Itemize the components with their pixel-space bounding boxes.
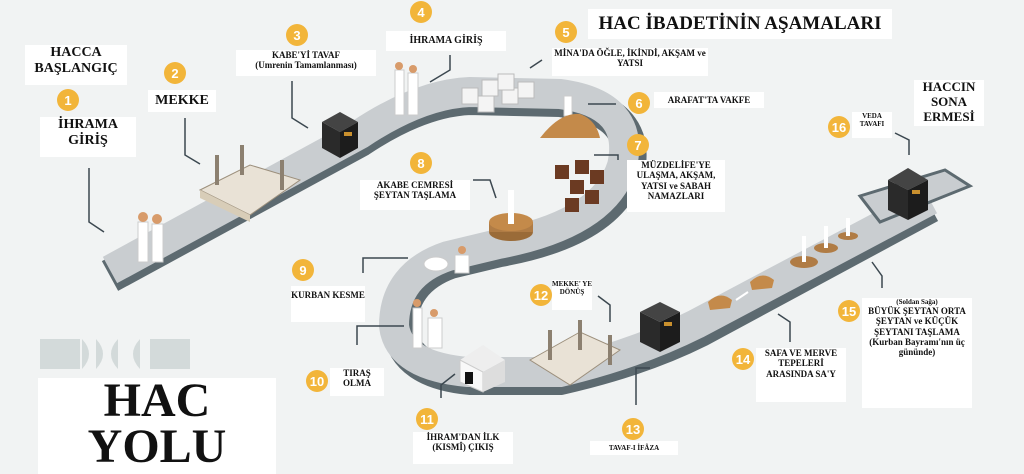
step-label-13: TAVAF-I İFÂZA <box>590 441 678 455</box>
brown-tents-icon <box>555 160 604 212</box>
step-label-15: (Soldan Sağa) BÜYÜK ŞEYTAN ORTA ŞEYTAN v… <box>862 298 972 408</box>
mosque-icon <box>529 320 622 386</box>
white-tent-icon <box>459 345 505 393</box>
barber-icon <box>412 299 443 349</box>
step-badge-10: 10 <box>306 370 328 392</box>
step-label-2: MEKKE <box>148 90 216 112</box>
step-badge-4: 4 <box>410 1 432 23</box>
step-badge-1: 1 <box>57 89 79 111</box>
step-label-8: AKABE CEMRESİ ŞEYTAN TAŞLAMA <box>360 180 470 210</box>
tents-icon <box>461 73 535 113</box>
step-badge-6: 6 <box>628 92 650 114</box>
kaaba-icon <box>322 112 358 158</box>
step-badge-15: 15 <box>838 300 860 322</box>
step-label-11: İHRAM'DAN İLK (KISMÎ) ÇIKIŞ <box>413 432 513 464</box>
end-label: HACCIN SONA ERMESİ <box>914 79 984 126</box>
big-title: HAC YOLU <box>38 378 276 474</box>
step-label-3-title: KABE'Yİ TAVAF <box>271 50 341 60</box>
step-badge-16: 16 <box>828 116 850 138</box>
step-label-9: KURBAN KESME <box>291 286 365 322</box>
step-badge-11: 11 <box>416 408 438 430</box>
step-badge-14: 14 <box>732 348 754 370</box>
step-label-15-title: BÜYÜK ŞEYTAN ORTA ŞEYTAN ve KÜÇÜK ŞEYTAN… <box>868 306 966 358</box>
step-label-6: ARAFAT'TA VAKFE <box>654 92 764 108</box>
big-title-line2: YOLU <box>87 420 227 473</box>
step-label-3: KABE'Yİ TAVAF (Umrenin Tamamlanması) <box>236 50 376 76</box>
three-jamarat-icon <box>790 218 858 268</box>
step-badge-13: 13 <box>622 418 644 440</box>
start-label: HACCA BAŞLANGIÇ <box>25 45 127 85</box>
step-label-16: VEDA TAVAFI <box>852 112 892 138</box>
step-badge-8: 8 <box>410 152 432 174</box>
step-badge-3: 3 <box>286 24 308 46</box>
step-badge-12: 12 <box>530 284 552 306</box>
mosque-icon <box>198 145 302 222</box>
step-label-5: MİNA'DA ÖĞLE, İKİNDİ, AKŞAM ve YATSI <box>552 48 708 76</box>
step-label-14: SAFA VE MERVE TEPELERİ ARASINDA SA'Y <box>756 348 846 402</box>
step-label-4: İHRAMA GİRİŞ <box>386 31 506 51</box>
step-badge-5: 5 <box>555 21 577 43</box>
step-label-7: MÜZDELİFE'YE ULAŞMA, AKŞAM, YATSI ve SAB… <box>627 160 725 212</box>
pilgrims-icon <box>394 62 419 116</box>
step-badge-9: 9 <box>292 259 314 281</box>
kaaba-icon <box>888 168 928 220</box>
safa-merve-icon <box>708 275 774 310</box>
step-label-10: TIRAŞ OLMA <box>330 368 384 396</box>
sacrifice-icon <box>423 246 470 274</box>
kaaba-icon <box>640 302 680 352</box>
mount-arafat-icon <box>540 95 600 138</box>
step-label-1: İHRAMA GİRİŞ <box>40 117 136 157</box>
step-label-12: MEKKE' YE DÖNÜŞ <box>552 280 592 310</box>
page-title: HAC İBADETİNİN AŞAMALARI <box>588 9 892 39</box>
jamarat-pillar-icon <box>489 190 533 241</box>
step-badge-2: 2 <box>164 62 186 84</box>
decorative-pattern <box>40 339 190 369</box>
connector-lines <box>88 55 910 405</box>
big-title-line1: HAC <box>103 378 211 427</box>
step-label-15-sub: (Soldan Sağa) <box>896 298 938 306</box>
step-badge-7: 7 <box>627 134 649 156</box>
pilgrims-icon <box>137 212 164 263</box>
step-label-3-sub: (Umrenin Tamamlanması) <box>255 60 357 71</box>
